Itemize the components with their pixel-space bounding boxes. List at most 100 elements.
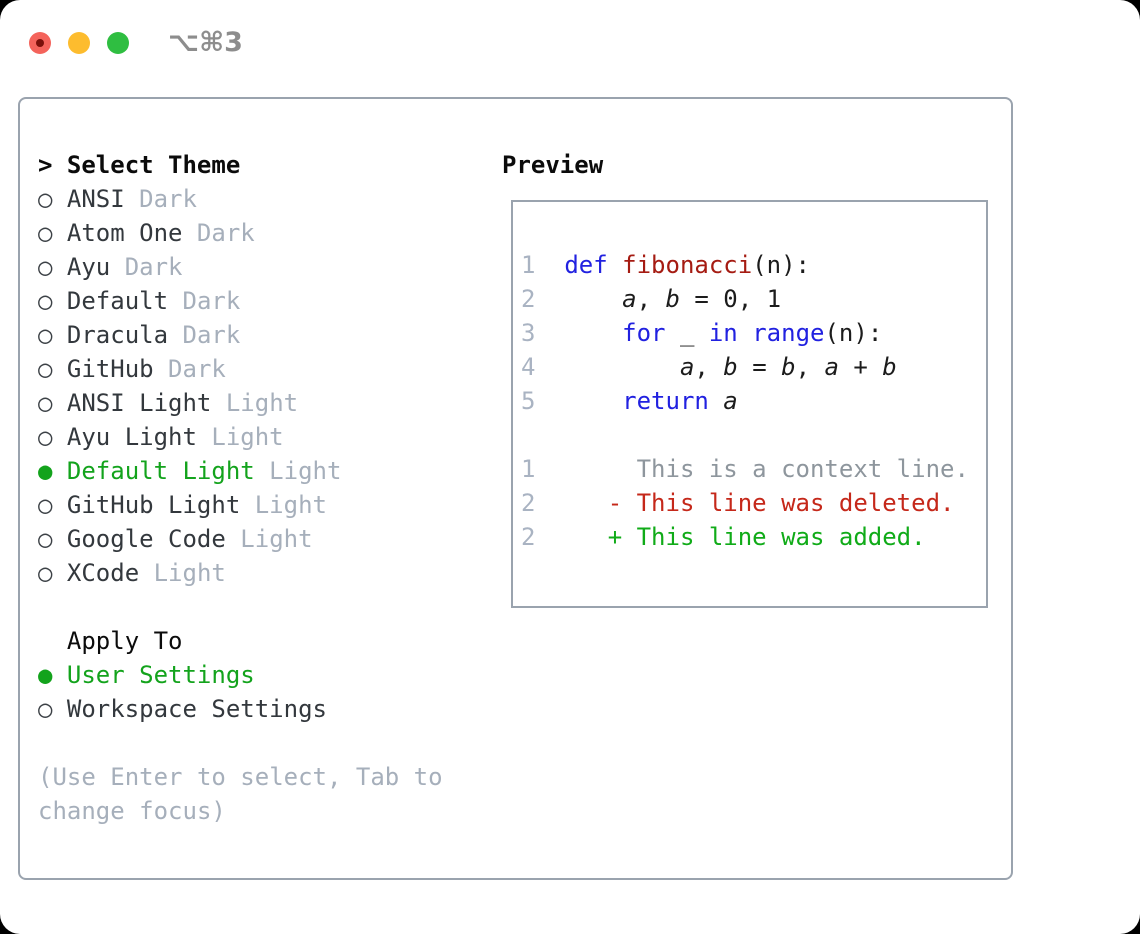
theme-variant-badge: Light xyxy=(196,423,284,451)
token-variable: a xyxy=(824,353,839,381)
preview-title: Preview xyxy=(502,151,604,179)
theme-option-default[interactable]: ○Default Dark xyxy=(38,284,443,318)
theme-option-default-light[interactable]: ●Default Light Light xyxy=(38,454,443,488)
theme-option-ayu[interactable]: ○Ayu Dark xyxy=(38,250,443,284)
radio-selected-icon: ● xyxy=(38,661,53,689)
theme-option-github-light[interactable]: ○ GitHub Light Light xyxy=(38,488,443,522)
theme-variant-badge: Light xyxy=(225,525,313,553)
line-number: 3 xyxy=(521,319,536,347)
token-keyword: for xyxy=(622,319,666,347)
radio-unselected-icon: ○ xyxy=(38,185,53,213)
token-variable: a xyxy=(622,285,637,313)
theme-name: Atom One xyxy=(66,219,183,247)
code-line xyxy=(521,418,986,452)
select-theme-title: Select Theme xyxy=(66,151,241,179)
token-variable: b xyxy=(781,353,796,381)
diff-line-context: 1 This is a context line. xyxy=(521,452,986,486)
line-number: 2 xyxy=(521,489,536,517)
theme-name: Ayu xyxy=(66,253,111,281)
token-plain xyxy=(564,319,622,347)
theme-name: GitHub Light xyxy=(66,491,241,519)
theme-name: XCode xyxy=(66,559,140,587)
diff-line-added: 2 + This line was added. xyxy=(521,520,986,554)
line-number: 4 xyxy=(521,353,536,381)
cursor-prompt-icon: > xyxy=(38,151,53,179)
theme-option-xcode[interactable]: ○XCode Light xyxy=(38,556,443,590)
token-keyword: def xyxy=(564,251,608,279)
zoom-button[interactable] xyxy=(107,31,129,54)
theme-name: ANSI xyxy=(66,185,125,213)
theme-option-google-code[interactable]: ○ Google Code Light xyxy=(38,522,443,556)
theme-variant-badge: Light xyxy=(254,457,342,485)
token-plain: , xyxy=(795,353,825,381)
apply-option-label: User Settings xyxy=(66,661,255,689)
token-keyword: range xyxy=(752,319,825,347)
radio-unselected-icon: ○ xyxy=(38,389,53,417)
titlebar: ⌥⌘3 xyxy=(29,27,243,58)
token-variable: a xyxy=(723,387,738,415)
radio-unselected-icon: ○ xyxy=(38,491,53,519)
theme-variant-badge: Dark xyxy=(153,355,226,383)
help-line-2: change focus) xyxy=(38,797,226,825)
theme-name: ANSI Light xyxy=(66,389,212,417)
token-plain: _ xyxy=(665,319,709,347)
token-function: fibonacci xyxy=(622,251,753,279)
token-plain: , xyxy=(694,353,724,381)
token-variable: b xyxy=(723,353,738,381)
theme-option-dracula[interactable]: ○Dracula Dark xyxy=(38,318,443,352)
diff-text: + This line was added. xyxy=(564,523,926,551)
theme-variant-badge: Dark xyxy=(124,185,197,213)
theme-name: Default Light xyxy=(66,457,255,485)
diff-text: This is a context line. xyxy=(564,455,969,483)
theme-name: GitHub xyxy=(66,355,154,383)
token-plain: , xyxy=(636,285,666,313)
theme-variant-badge: Light xyxy=(240,491,327,519)
theme-option-atom-one[interactable]: ○ Atom One Dark xyxy=(38,216,443,250)
line-number: 1 xyxy=(521,251,536,279)
theme-picker-list: >Select Theme○ANSI Dark○Atom One Dark○Ay… xyxy=(38,148,443,726)
close-dot-icon xyxy=(36,38,44,47)
token-variable: b xyxy=(882,353,897,381)
theme-variant-badge: Light xyxy=(211,389,299,417)
apply-option-workspace-settings[interactable]: ○Workspace Settings xyxy=(38,692,443,726)
code-line: 4 a, b = b, a + b xyxy=(521,350,986,384)
line-number: 2 xyxy=(521,285,536,313)
theme-name: Google Code xyxy=(66,525,226,553)
close-button[interactable] xyxy=(29,31,51,54)
radio-unselected-icon: ○ xyxy=(38,219,53,247)
token-keyword: return xyxy=(622,387,709,415)
token-plain: = 0, 1 xyxy=(679,285,782,313)
theme-name: Dracula xyxy=(66,321,169,349)
token-plain xyxy=(709,387,723,415)
theme-option-ansi[interactable]: ○ ANSI Dark xyxy=(38,182,443,216)
window-shortcut-label: ⌥⌘3 xyxy=(168,27,243,58)
diff-text: - This line was deleted. xyxy=(564,489,955,517)
theme-variant-badge: Dark xyxy=(182,219,255,247)
radio-unselected-icon: ○ xyxy=(38,321,53,349)
token-keyword: in xyxy=(708,319,738,347)
select-theme-header: > Select Theme xyxy=(38,148,443,182)
minimize-button[interactable] xyxy=(68,31,90,54)
apply-to-title: Apply To xyxy=(66,627,183,655)
code-line: 5 return a xyxy=(521,384,986,418)
code-line: 3 for _ in range(n): xyxy=(521,316,986,350)
radio-unselected-icon: ○ xyxy=(38,559,53,587)
theme-option-github[interactable]: ○GitHub Dark xyxy=(38,352,443,386)
radio-unselected-icon: ○ xyxy=(38,695,53,723)
spacer xyxy=(38,590,443,624)
radio-unselected-icon: ○ xyxy=(38,525,53,553)
help-line-1: (Use Enter to select, Tab to xyxy=(38,763,443,791)
token-plain xyxy=(564,387,622,415)
radio-unselected-icon: ○ xyxy=(38,287,53,315)
token-plain xyxy=(738,319,752,347)
theme-variant-badge: Dark xyxy=(110,253,183,281)
theme-option-ayu-light[interactable]: ○Ayu Light Light xyxy=(38,420,443,454)
line-number: 5 xyxy=(521,387,536,415)
token-plain xyxy=(564,285,622,313)
apply-option-user-settings[interactable]: ● User Settings xyxy=(38,658,443,692)
theme-option-ansi-light[interactable]: ○ ANSI Light Light xyxy=(38,386,443,420)
line-number: 1 xyxy=(521,455,536,483)
theme-name: Ayu Light xyxy=(66,423,197,451)
token-plain xyxy=(564,353,680,381)
